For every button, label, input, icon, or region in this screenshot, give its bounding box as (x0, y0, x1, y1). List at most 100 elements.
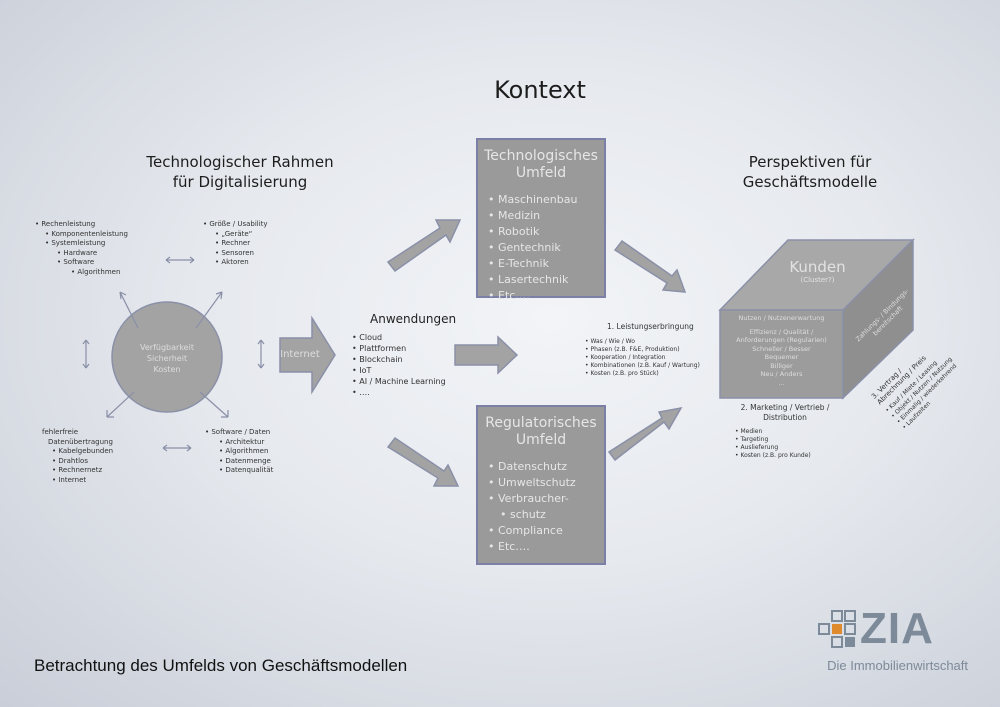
arrow-tech-to-cube (613, 239, 687, 293)
list-item: Software / Daten (205, 428, 273, 438)
box-title: Technologisches (484, 148, 598, 164)
list-item: Aktoren (215, 258, 268, 268)
list-item: Systemleistung (45, 239, 128, 249)
list-item: Internet (52, 476, 113, 486)
list-item: Software (57, 258, 128, 268)
software-list: Software / Daten ArchitekturAlgorithmenD… (205, 428, 273, 476)
list-item: Umweltschutz (488, 475, 604, 491)
internet-label: Internet (280, 349, 320, 360)
right-title-line2: Geschäftsmodelle (742, 173, 878, 191)
list-item: Robotik (488, 224, 604, 240)
rechenleistung-list: Rechenleistung KomponentenleistungSystem… (35, 220, 128, 277)
diag-arrow-tr (195, 291, 223, 329)
double-arrow-right (257, 339, 265, 369)
left-title: Technologischer Rahmen für Digitalisieru… (120, 152, 360, 192)
list-item: Größe / Usability (203, 220, 267, 230)
internet-arrow (279, 315, 336, 395)
logo-subtitle: Die Immobilienwirtschaft (827, 658, 968, 673)
list-item: Was / Wie / Wo (585, 338, 700, 346)
right-title: Perspektiven für Geschäftsmodelle (700, 152, 920, 192)
list-item: Maschinenbau (488, 192, 604, 208)
logo-text: ZIA (860, 604, 934, 653)
kunden-label: Kunden (789, 258, 846, 276)
marketing-title: 2. Marketing / Vertrieb / (740, 403, 830, 412)
list-item: Architektur (219, 438, 273, 448)
list-item: Phasen (z.B. F&E, Produktion) (585, 346, 700, 354)
anwendungen: Anwendungen CloudPlattformenBlockchainIo… (352, 312, 456, 398)
list-item: Kabelgebunden (52, 447, 113, 457)
marketing-title: Distribution (763, 412, 807, 422)
center-item: Kosten (153, 365, 181, 374)
front-title: Nutzen / Nutzenerwartung (738, 314, 825, 322)
left-title-line2: für Digitalisierung (172, 173, 308, 191)
datenuebertragung-list: fehlerfreie Datenübertragung Kabelgebund… (42, 428, 113, 485)
list-item: Algorithmen (219, 447, 273, 457)
double-arrow-top (165, 256, 195, 264)
list-item: …. (352, 387, 456, 398)
arrow-up-tech (386, 219, 462, 273)
front-item: … (778, 378, 785, 387)
list-item: Verbraucher- (488, 491, 604, 507)
list-item: Kooperation / Integration (585, 354, 700, 362)
front-item: Effizienz / Qualität / (749, 327, 814, 336)
zia-logo: ZIA Die Immobilienwirtschaft (818, 604, 968, 673)
front-item: Schneller / Besser (752, 344, 811, 353)
list-item: Hardware (57, 249, 128, 259)
marketing-list: 2. Marketing / Vertrieb / Distribution M… (735, 403, 835, 460)
list-item: Kosten (z.B. pro Kunde) (735, 452, 835, 460)
cube-top-text: Kunden (Cluster?) (760, 258, 875, 284)
arrow-down-reg (386, 436, 460, 487)
list-item: Blockchain (352, 354, 456, 365)
center-circle-text: Verfügbarkeit Sicherheit Kosten (125, 342, 209, 375)
left-title-line1: Technologischer Rahmen (146, 153, 334, 171)
page-title: Kontext (494, 76, 586, 104)
center-circle (111, 301, 223, 413)
list-item: schutz (500, 507, 604, 523)
list-item: Etc…. (488, 539, 604, 555)
anwendungen-title: Anwendungen (370, 312, 457, 326)
arrow-to-center (454, 335, 519, 375)
box-title: Umfeld (515, 165, 567, 181)
leistung-title: 1. Leistungserbringung (607, 322, 694, 331)
list-item: Cloud (352, 332, 456, 343)
cluster-label: (Cluster?) (800, 276, 835, 284)
front-item: Anforderungen (Regularien) (736, 336, 827, 344)
list-item: Rechner (215, 239, 268, 249)
list-item: Rechenleistung (35, 220, 128, 230)
front-item: Neu / Anders (760, 370, 803, 378)
cube-front-text: Nutzen / Nutzenerwartung Effizienz / Qua… (720, 314, 843, 387)
list-item: Etc…. (488, 288, 604, 304)
list-item: Auslieferung (735, 444, 835, 452)
diag-arrow-bl (106, 391, 135, 418)
leistung-list: 1. Leistungserbringung Was / Wie / WoPha… (585, 322, 700, 378)
list-item: Datenschutz (488, 459, 604, 475)
cube-front (719, 309, 844, 399)
list-item: Komponentenleistung (45, 230, 128, 240)
list-item: Plattformen (352, 343, 456, 354)
list-item: Gentechnik (488, 240, 604, 256)
double-arrow-bottom (162, 444, 192, 452)
list-item: Sensoren (215, 249, 268, 259)
list-item: Compliance (488, 523, 604, 539)
center-item: Sicherheit (146, 354, 188, 363)
groesse-list: Größe / Usability „Geräte“RechnerSensore… (203, 220, 268, 268)
list-item: Lasertechnik (488, 272, 604, 288)
list-item: IoT (352, 365, 456, 376)
center-item: Verfügbarkeit (140, 343, 194, 352)
list-item: Datenmenge (219, 457, 273, 467)
list-item: fehlerfreie (42, 428, 79, 436)
list-item: Medien (735, 428, 835, 436)
box-title: Regulatorisches (485, 415, 597, 431)
list-item: Datenqualität (219, 466, 273, 476)
arrow-reg-to-cube (607, 406, 683, 462)
list-item: „Geräte“ (215, 230, 268, 240)
list-item: Kosten (z.B. pro Stück) (585, 370, 700, 378)
caption: Betrachtung des Umfelds von Geschäftsmod… (34, 656, 408, 675)
right-title-line1: Perspektiven für (748, 153, 872, 171)
list-item: Kombinationen (z.B. Kauf / Wartung) (585, 362, 699, 370)
list-item: Algorithmen (71, 268, 128, 278)
front-item: Billiger (770, 361, 793, 370)
